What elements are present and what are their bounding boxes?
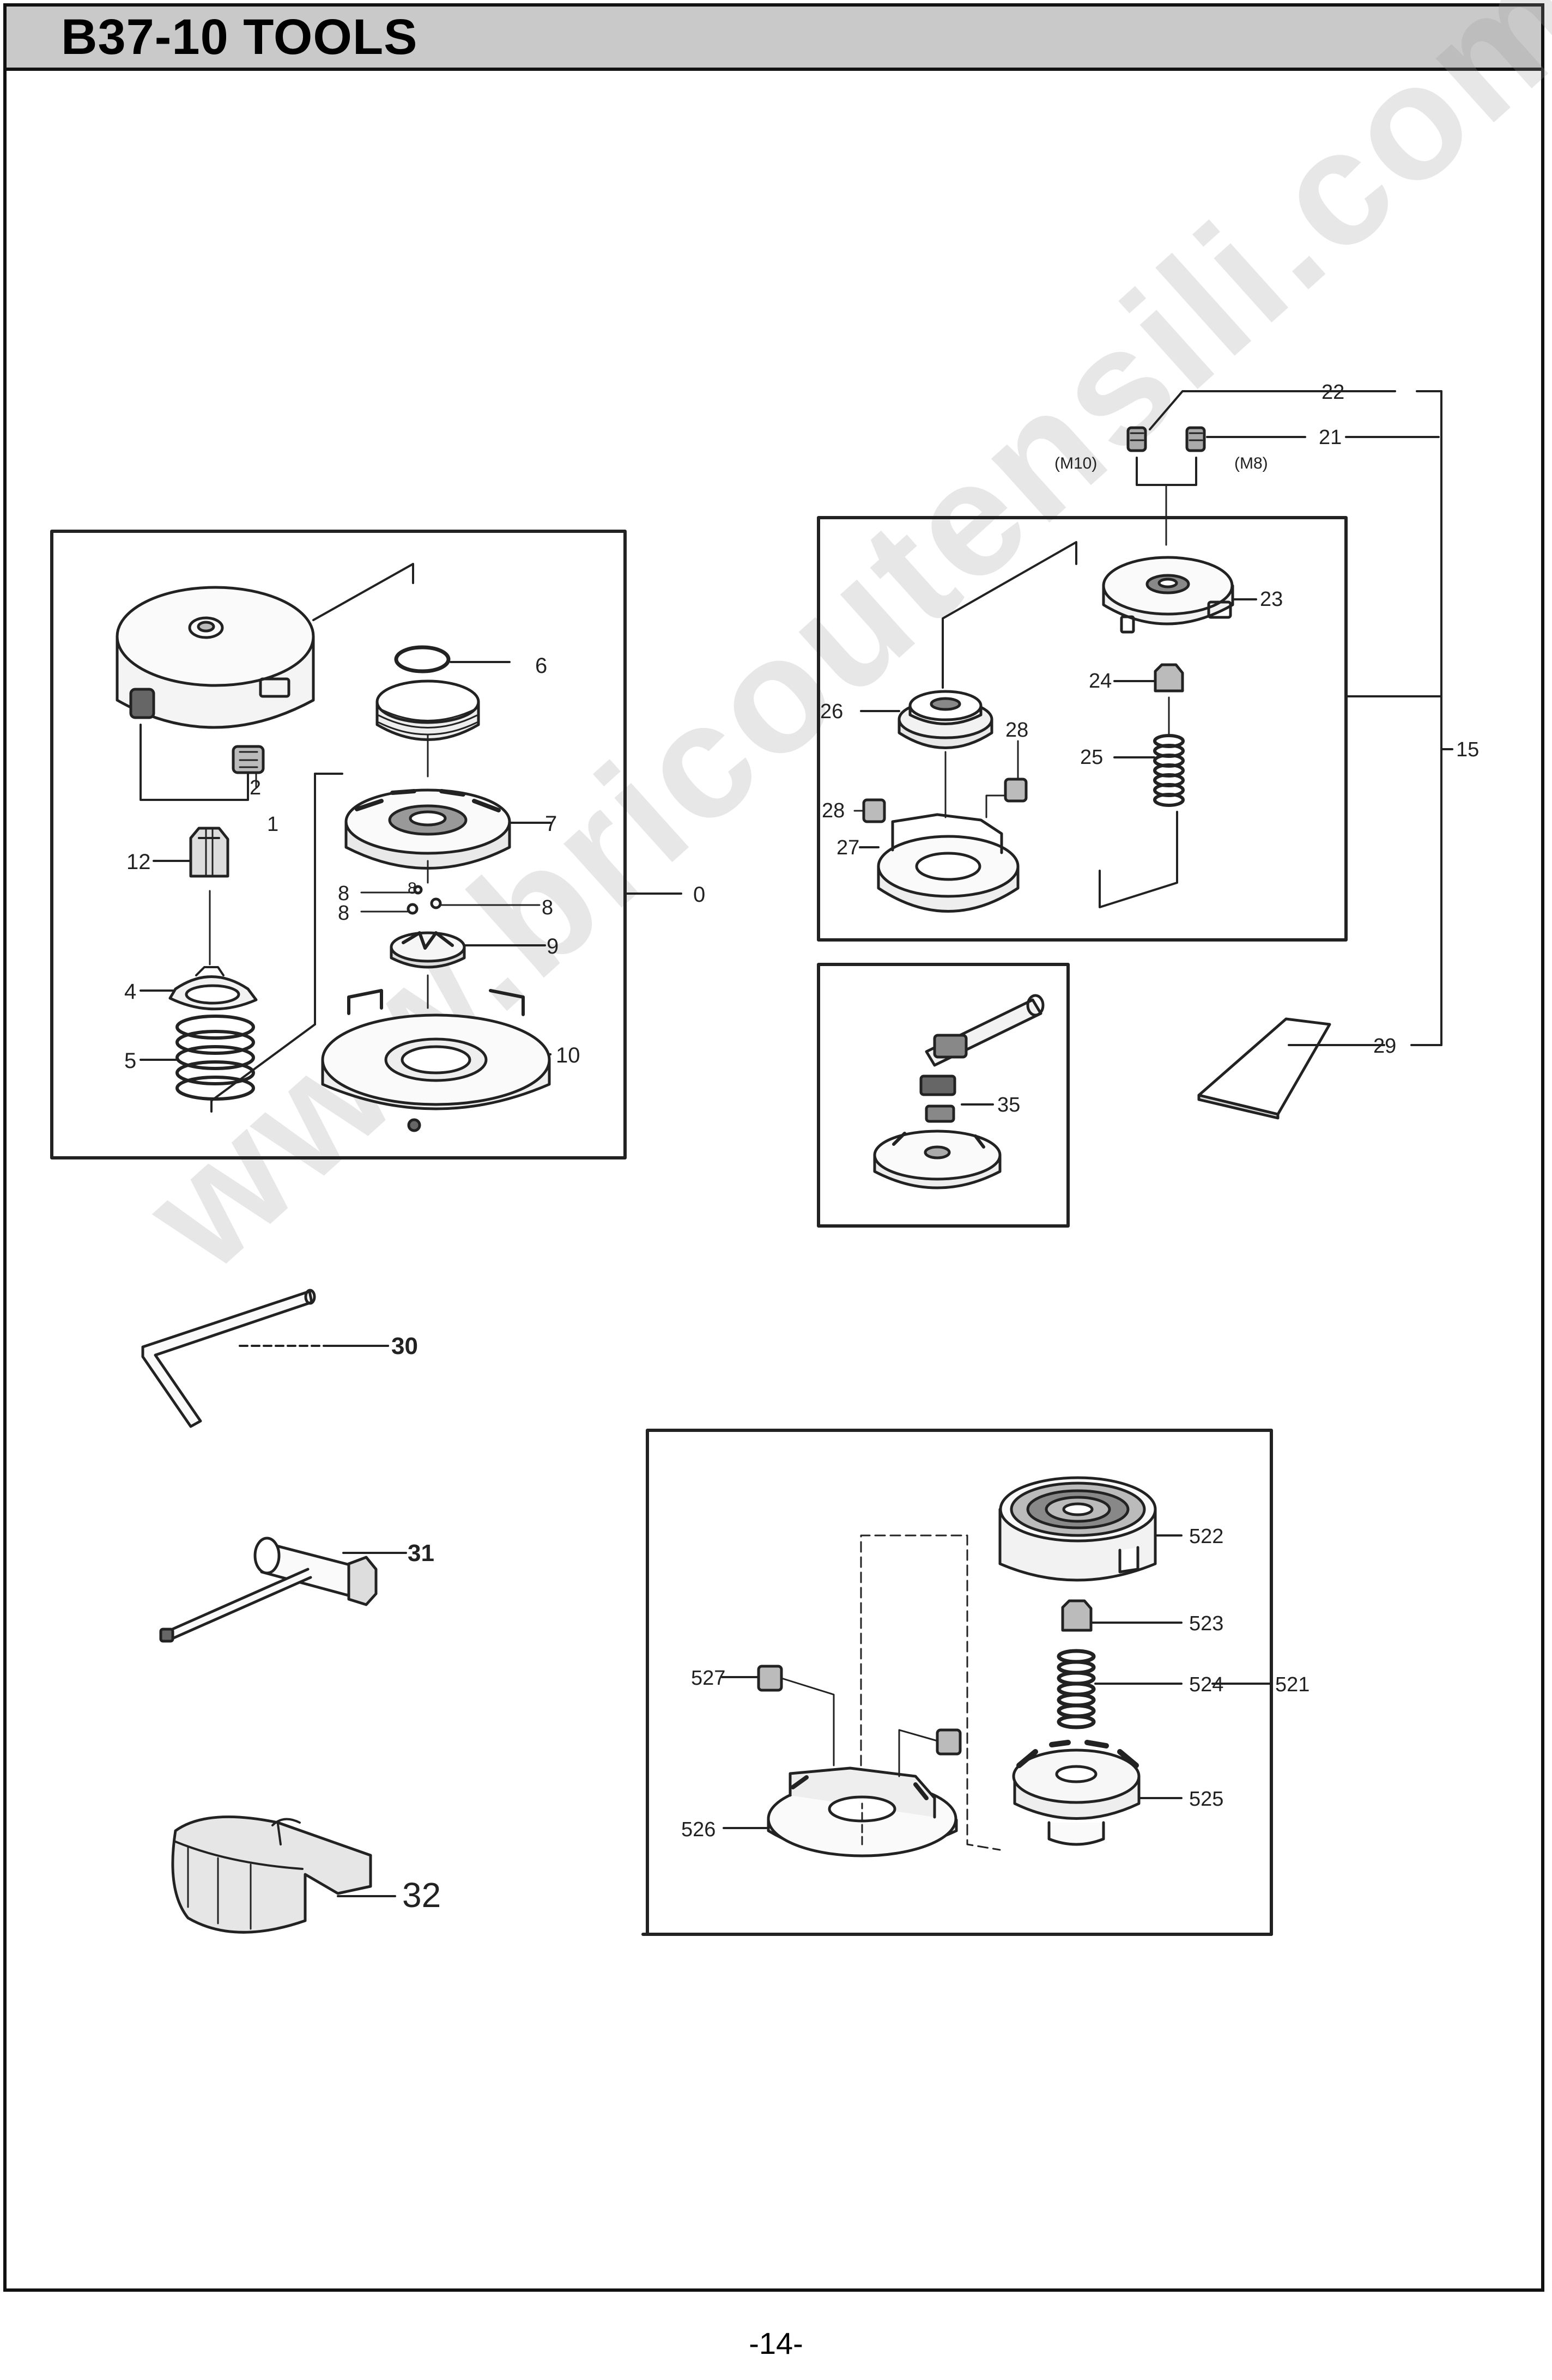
adapter-nut-m10 <box>1126 426 1147 452</box>
nut-part <box>1061 1599 1093 1632</box>
spool-part <box>344 788 511 870</box>
eyelet-part <box>1004 778 1028 803</box>
hex-key-part <box>141 1289 316 1428</box>
callout-label: 9 <box>547 934 559 958</box>
callout-label: 23 <box>1260 588 1283 611</box>
callout-label: 525 <box>1189 1788 1223 1811</box>
eyelet-part <box>862 798 886 823</box>
size-mark-label: (M10) <box>1054 454 1097 472</box>
eyelet-part <box>936 1728 962 1756</box>
spool-spring-part <box>1057 1649 1096 1729</box>
title-bar: B37-10 TOOLS <box>7 7 1541 71</box>
pin-part <box>413 885 423 895</box>
callout-label: 524 <box>1189 1673 1223 1696</box>
safety-goggles-part <box>171 1815 372 1934</box>
callout-label: 2 <box>250 776 261 799</box>
page-frame: B37-10 TOOLS <box>3 3 1544 2292</box>
nut-part <box>1154 663 1184 693</box>
callout-label: 27 <box>836 836 859 859</box>
callout-label: 521 <box>1275 1673 1310 1696</box>
head-assembly-group: 6 7 8 8 8 8 9 10 0 12 4 5 2 1 <box>50 530 705 1159</box>
callout-label: 4 <box>124 980 136 1004</box>
o-ring-part <box>394 645 451 673</box>
cover-dome-part <box>116 586 315 729</box>
callout-label: 7 <box>545 812 557 836</box>
page-number: -14- <box>749 2326 803 2360</box>
callout-label: 25 <box>1080 746 1103 769</box>
tools-group: 30 31 32 <box>141 1289 441 1934</box>
manual-booklet-part <box>1197 1017 1331 1120</box>
callout-label: 8 <box>408 879 417 897</box>
callout-label: 22 <box>1321 381 1344 404</box>
size-mark-label: (M8) <box>1234 454 1268 472</box>
callout-label: 21 <box>1319 426 1342 449</box>
callout-label: 35 <box>997 1094 1020 1116</box>
ratchet-part <box>390 931 466 969</box>
callout-label: 12 <box>126 850 151 874</box>
spool-part <box>1012 1740 1141 1846</box>
callout-label: 8 <box>542 896 553 919</box>
bump-head-group: 22 21 23 24 25 26 28 28 27 15 35 29 (M10… <box>817 381 1479 1228</box>
callout-label: 32 <box>402 1875 441 1915</box>
bolt-part <box>232 745 265 774</box>
callout-label: 30 <box>391 1333 418 1359</box>
bump-spool-part <box>898 690 993 749</box>
callout-label: 1 <box>267 813 278 836</box>
callout-label: 523 <box>1189 1612 1223 1635</box>
callout-label: 522 <box>1189 1525 1223 1548</box>
callout-label: 28 <box>822 799 845 822</box>
clip-part <box>168 966 258 1011</box>
head-assembly-frame <box>50 530 627 1159</box>
bump-base-part <box>877 813 1020 913</box>
callout-label: 5 <box>124 1049 136 1073</box>
callout-label: 26 <box>820 700 843 723</box>
spool-cover-part <box>998 1476 1157 1582</box>
adapter-kit-frame <box>817 963 1070 1228</box>
callout-label: 527 <box>691 1667 725 1690</box>
eyelet-part <box>189 827 229 878</box>
eyelet-part <box>757 1665 783 1692</box>
callout-label: 526 <box>681 1818 716 1841</box>
callout-label: 10 <box>556 1043 580 1067</box>
adapter-kit-part <box>873 994 1045 1189</box>
spool-head-group: 522 523 524 525 526 527 521 <box>641 1429 1310 1936</box>
cap-part <box>1102 556 1234 634</box>
adapter-nut-m8 <box>1185 426 1206 452</box>
callout-label: 31 <box>408 1540 434 1567</box>
head-spring-part <box>1153 734 1185 807</box>
callout-label: 24 <box>1089 670 1112 693</box>
base-housing-part <box>321 989 551 1132</box>
callout-label: 6 <box>535 654 547 678</box>
line-coil-part <box>375 679 480 741</box>
callout-label: 28 <box>1005 719 1028 742</box>
plug-wrench-part <box>159 1537 378 1643</box>
spring-part <box>175 1015 255 1101</box>
page-title: B37-10 TOOLS <box>61 9 418 65</box>
callout-label: 8 <box>338 902 349 925</box>
callout-label: 0 <box>693 883 705 907</box>
spool-head-frame <box>646 1429 1273 1936</box>
callout-label: 8 <box>338 882 349 905</box>
callout-label: 29 <box>1373 1035 1396 1058</box>
callout-label: 15 <box>1456 738 1479 761</box>
bump-head-frame <box>817 516 1348 942</box>
